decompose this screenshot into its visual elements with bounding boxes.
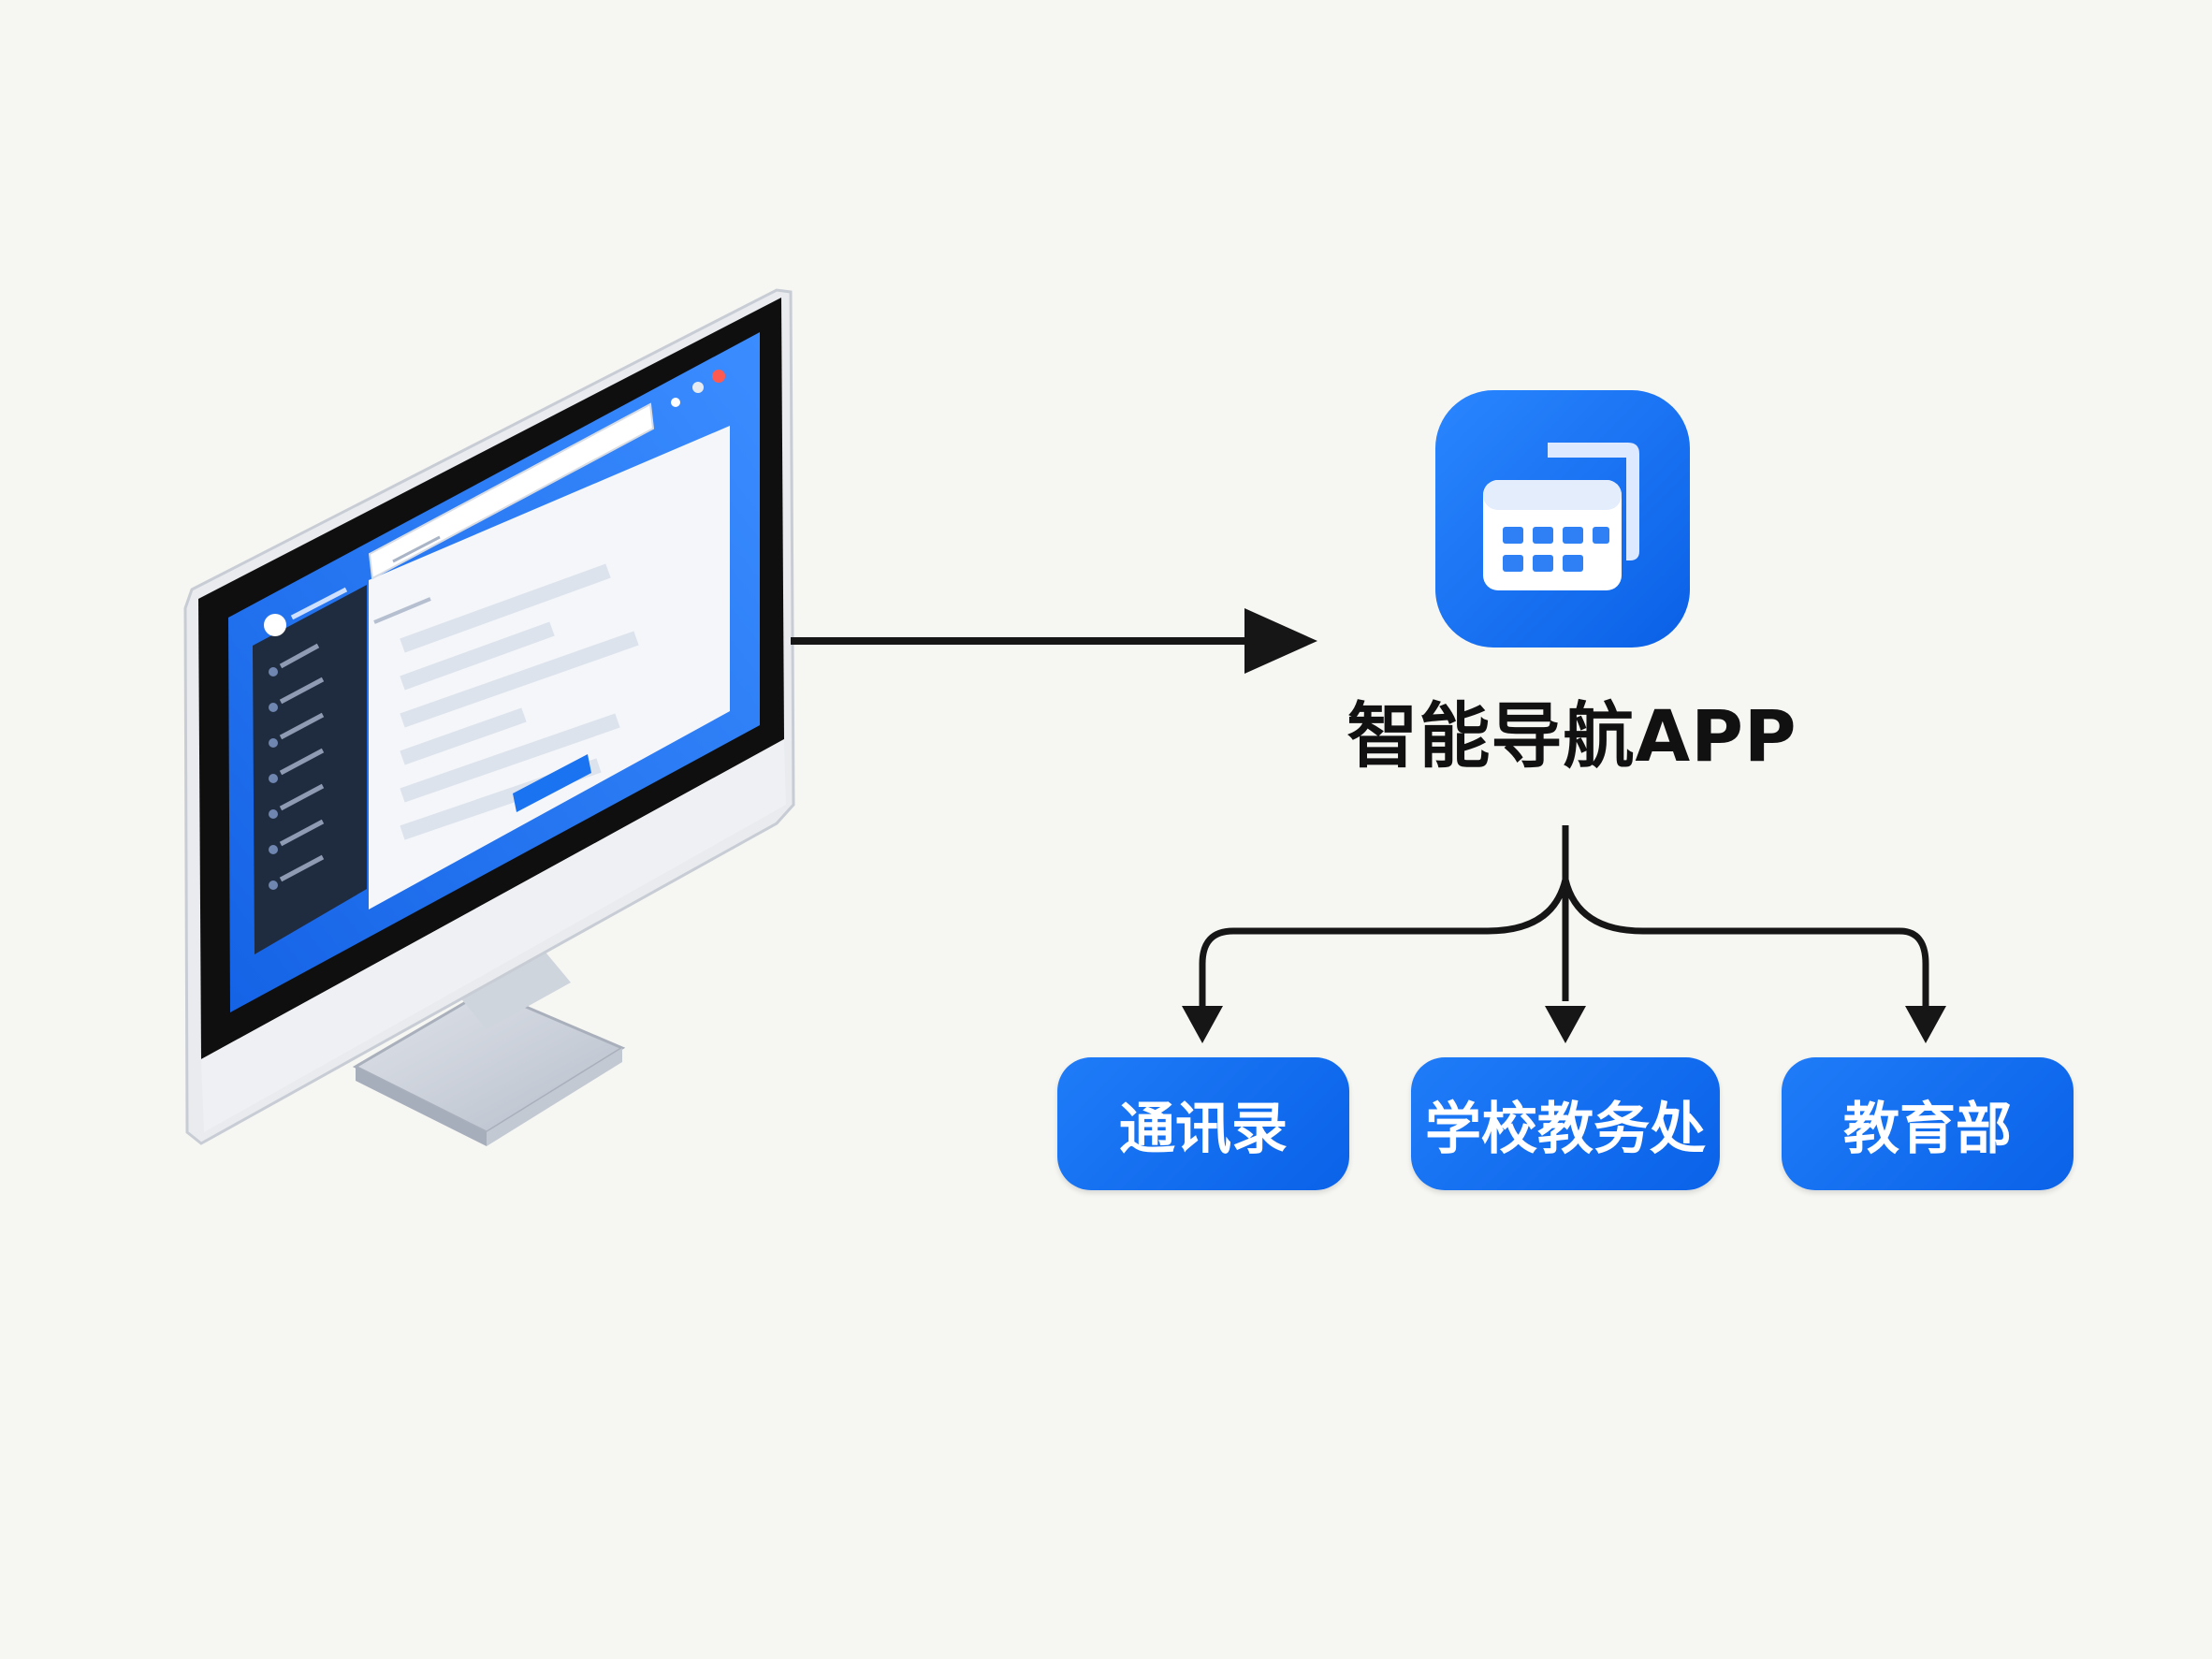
screen-placeholder-lines [400,563,639,840]
node-education-ministry-label: 教育部 [1843,1096,2012,1162]
node-academic-office-label: 学校教务处 [1425,1096,1706,1162]
monitor-screen [228,332,760,1012]
node-contacts: 通讯录 [1057,1057,1349,1190]
app-title: 智能导航APP [1346,694,1797,778]
node-contacts-label: 通讯录 [1119,1096,1288,1162]
screen-address-bar [368,402,655,580]
screen-sidebar-menu [279,643,325,882]
screen-logo-icon [264,614,286,636]
node-education-ministry: 教育部 [1782,1057,2074,1190]
calendar-icon [1435,390,1690,648]
screen-submit-button [513,754,591,812]
node-academic-office: 学校教务处 [1411,1057,1720,1190]
arrowhead-left [1182,1006,1223,1043]
arrowhead-right [1905,1006,1946,1043]
arrowhead-center [1545,1006,1586,1043]
screen-sidebar [253,585,367,954]
